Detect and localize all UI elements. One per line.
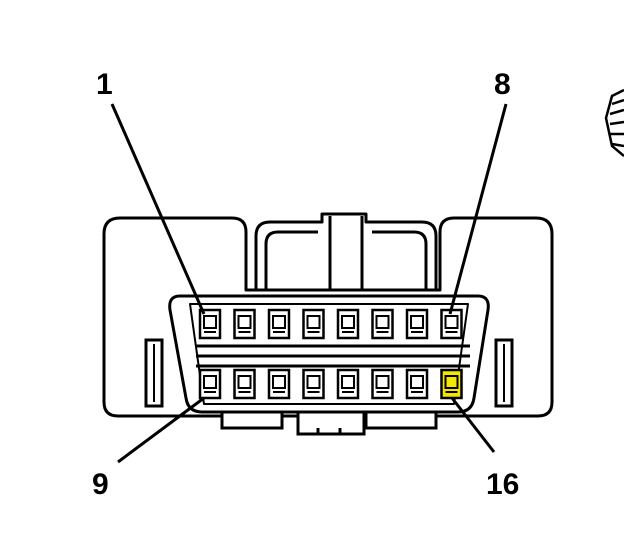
connector-housing (102, 216, 554, 418)
pin-4 (302, 308, 325, 340)
partial-connector-fragment (604, 88, 624, 157)
pin-7 (405, 308, 429, 340)
leader-line-1 (110, 103, 206, 315)
latch-key (254, 212, 438, 290)
leader-line-16 (450, 397, 496, 453)
pin-14 (371, 368, 394, 400)
leader-line-9 (117, 396, 205, 464)
pin-15 (405, 368, 429, 400)
pin-label-16: 16 (486, 468, 519, 501)
pin-2 (233, 308, 256, 340)
pin-8 (440, 308, 463, 340)
bottom-tabs (220, 410, 438, 436)
side-slots (144, 338, 514, 408)
pin-12 (302, 368, 325, 400)
pin-row-bottom (198, 368, 463, 400)
pin-16 (440, 368, 463, 400)
pin-10 (233, 368, 256, 400)
pin-6 (371, 308, 394, 340)
pin-5 (336, 308, 360, 340)
pin-13 (336, 368, 360, 400)
center-divider (196, 344, 470, 368)
pin-1 (198, 308, 222, 340)
pin-row-top (198, 308, 463, 340)
pin-label-1: 1 (96, 68, 113, 101)
pin-label-8: 8 (494, 68, 511, 101)
pin-11 (267, 368, 291, 400)
pin-3 (267, 308, 291, 340)
leader-lines (110, 103, 508, 464)
pin-label-9: 9 (92, 468, 109, 501)
pin-9 (198, 368, 222, 400)
leader-line-8 (448, 103, 508, 315)
